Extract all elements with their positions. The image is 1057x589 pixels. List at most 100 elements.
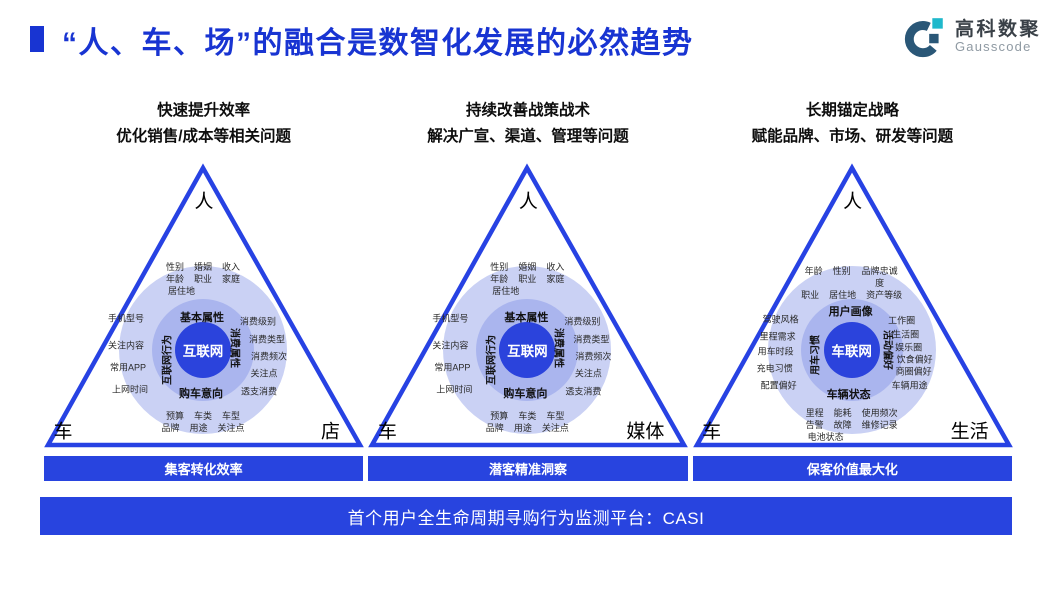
left-attribute-label: 用车时段	[757, 346, 794, 357]
column-header-line2: 优化销售/成本等相关问题	[116, 128, 292, 146]
attribute-label: 年龄	[804, 266, 823, 276]
attribute-label: 车类	[518, 411, 537, 421]
attribute-label: 收入	[222, 262, 241, 272]
column-header-line2: 解决广宣、渠道、管理等问题	[427, 128, 629, 146]
ring-top-label: 基本属性	[180, 312, 224, 324]
vertex-right-label: 店	[320, 421, 340, 443]
attribute-label: 婚姻	[518, 262, 537, 272]
attribute-label: 维修记录	[861, 420, 898, 430]
center-label: 互联网	[182, 344, 224, 359]
attribute-label: 性别	[165, 262, 184, 272]
left-attribute-label: 上网时间	[436, 384, 473, 395]
attribute-label: 里程	[805, 408, 824, 418]
column-header-line1: 长期锚定战略	[805, 102, 899, 119]
circle-inner	[175, 322, 231, 378]
attribute-label: 年龄	[165, 274, 184, 284]
column-banner: 潜客精准洞察	[368, 456, 688, 481]
triangle-diagram: 人车生活用户画像车辆状态用车习惯活动偏好车联网年龄性别品牌忠诚度职业居住地资产等…	[692, 160, 1013, 452]
attribute-label: 居住地	[167, 286, 195, 296]
attribute-label: 品牌	[161, 423, 180, 433]
attribute-label: 职业	[193, 274, 213, 284]
triangle-diagram: 人车店基本属性购车意向互联网行为消费属性互联网性别婚姻收入年龄职业家庭居住地预算…	[44, 160, 364, 452]
left-attribute-label: 配置偏好	[760, 380, 797, 391]
outer-bottom-labels: 预算车类车型品牌用途关注点	[161, 410, 244, 434]
attribute-label: 居住地	[492, 286, 520, 296]
right-attribute-label: 消费级别	[564, 316, 601, 327]
attribute-label: 关注点	[217, 423, 245, 433]
column-banner-label: 集客转化效率	[164, 462, 243, 477]
attribute-label: 性别	[832, 266, 851, 276]
attribute-label: 使用频次	[861, 408, 898, 418]
column-header: 持续改善战策战术解决广宣、渠道、管理等问题	[368, 98, 687, 154]
vertex-right-label: 生活	[950, 421, 989, 443]
outer-bottom-labels: 里程能耗使用频次告警故障维修记录电池状态	[806, 407, 898, 443]
attribute-label: 故障	[833, 420, 852, 430]
column-header-line1: 快速提升效率	[157, 102, 251, 119]
triangle-diagram: 人车媒体基本属性购车意向互联网行为消费属性互联网性别婚姻收入年龄职业家庭居住地预…	[368, 160, 689, 452]
column-3: 长期锚定战略赋能品牌、市场、研发等问题人车生活用户画像车辆状态用车习惯活动偏好车…	[692, 98, 1013, 481]
attribute-label: 品牌忠诚度	[861, 266, 898, 288]
column-header-line1: 持续改善战策战术	[465, 102, 590, 119]
column-1: 快速提升效率优化销售/成本等相关问题人车店基本属性购车意向互联网行为消费属性互联…	[44, 98, 364, 481]
vertex-top-label: 人	[518, 191, 538, 213]
vertex-left-label: 车	[377, 421, 397, 443]
attribute-label: 车类	[193, 411, 213, 421]
right-attribute-label: 消费类型	[573, 334, 610, 345]
ring-left-vertical-label: 用车习惯	[810, 335, 822, 375]
outer-bottom-labels: 预算车类车型品牌用途关注点	[486, 410, 569, 434]
left-attribute-label: 常用APP	[434, 362, 471, 373]
right-attribute-label: 车辆用途	[891, 380, 928, 391]
ring-top-label: 基本属性	[504, 312, 549, 324]
attribute-label: 告警	[805, 420, 824, 430]
ring-right-vertical-label: 消费属性	[552, 328, 564, 368]
attribute-label: 关注点	[541, 423, 569, 433]
bottom-banner-label: 首个用户全生命周期寻购行为监测平台：CASI	[347, 508, 705, 528]
attribute-label: 资产等级	[866, 290, 903, 300]
vertex-top-label: 人	[843, 191, 863, 213]
center-label: 互联网	[507, 344, 548, 359]
attribute-label: 车型	[222, 411, 241, 421]
attribute-label: 收入	[546, 262, 565, 272]
attribute-label: 职业	[801, 290, 820, 300]
vertex-left-label: 车	[53, 421, 73, 443]
circle-inner	[823, 322, 880, 378]
right-attribute-label: 消费类型	[248, 334, 286, 345]
column-header: 长期锚定战略赋能品牌、市场、研发等问题	[693, 98, 1012, 154]
attribute-label: 能耗	[833, 408, 852, 418]
triangle-outline	[368, 163, 689, 448]
attribute-label: 车型	[546, 411, 565, 421]
ring-left-vertical-label: 互联网行为	[486, 335, 498, 385]
right-attribute-label: 娱乐圈	[895, 342, 923, 353]
right-attribute-label: 消费级别	[239, 316, 277, 327]
logo-mark-icon	[904, 18, 943, 58]
attribute-label: 家庭	[546, 274, 565, 284]
right-attribute-label: 工作圈	[888, 315, 916, 326]
attribute-label: 预算	[165, 411, 184, 421]
attribute-label: 年龄	[490, 274, 509, 284]
vertex-right-label: 媒体	[626, 421, 665, 443]
triangle-outline	[44, 163, 364, 448]
right-attribute-label: 关注点	[250, 368, 278, 379]
right-attribute-label: 饮食偏好	[896, 354, 933, 365]
column-2: 持续改善战策战术解决广宣、渠道、管理等问题人车媒体基本属性购车意向互联网行为消费…	[368, 98, 689, 481]
ring-bottom-label: 车辆状态	[826, 389, 871, 401]
outer-top-labels: 年龄性别品牌忠诚度职业居住地资产等级	[801, 265, 902, 301]
logo-name-cn: 高科数聚	[954, 18, 1041, 40]
left-attribute-label: 关注内容	[107, 340, 145, 351]
right-attribute-label: 消费频次	[575, 351, 612, 362]
column-header: 快速提升效率优化销售/成本等相关问题	[44, 98, 363, 154]
left-attribute-label: 里程需求	[759, 331, 796, 342]
attribute-label: 品牌	[485, 423, 504, 433]
right-attribute-label: 商圈偏好	[895, 366, 932, 377]
attribute-label: 居住地	[829, 290, 857, 300]
attribute-label: 性别	[490, 262, 509, 272]
column-header-line2: 赋能品牌、市场、研发等问题	[751, 128, 954, 146]
vertex-left-label: 车	[702, 421, 722, 443]
vertex-top-label: 人	[194, 191, 214, 213]
attribute-label: 用途	[513, 423, 532, 433]
ring-left-vertical-label: 互联网行为	[162, 335, 174, 385]
left-attribute-label: 驾驶风格	[762, 314, 799, 325]
center-label: 车联网	[831, 344, 872, 359]
right-attribute-label: 透支消费	[565, 386, 602, 397]
